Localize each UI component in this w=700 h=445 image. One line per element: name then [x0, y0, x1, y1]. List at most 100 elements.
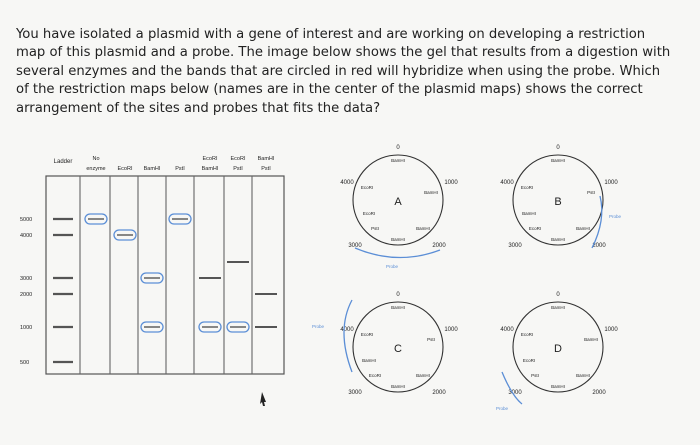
site-label: BamHI [551, 158, 565, 163]
site-label: BamHI [522, 211, 536, 216]
site-label: EcoRI [369, 373, 381, 378]
coord-label-1000: 1000 [444, 327, 458, 333]
coord-label-3000: 3000 [348, 243, 362, 249]
plasmid-circle [512, 154, 604, 246]
coord-label-0: 0 [556, 292, 560, 298]
site-label: BamHI [391, 158, 405, 163]
ladder-size-label: 1000 [20, 325, 32, 331]
ladder-size-label: 3000 [20, 276, 32, 282]
site-label: EcoRI [523, 358, 535, 363]
question-line-4: of the restriction maps below (names are… [16, 82, 643, 98]
coord-label-2000: 2000 [432, 390, 446, 396]
coord-label-1000: 1000 [604, 180, 618, 186]
site-label-bottom: BamHI [551, 237, 565, 242]
coord-label-2000: 2000 [432, 243, 446, 249]
lane-label-bamhi: BamHI [144, 166, 161, 172]
site-label: PstI [587, 190, 595, 195]
site-label: BamHI [416, 226, 430, 231]
ladder-size-label: 500 [20, 360, 29, 366]
site-label: EcoRI [521, 185, 533, 190]
probe-band [226, 321, 250, 333]
lane-label-ecori-bamhi-2: BamHI [202, 166, 219, 172]
site-label: BamHI [424, 190, 438, 195]
site-label: BamHI [576, 373, 590, 378]
probe-band [198, 321, 222, 333]
site-label: BamHI [391, 305, 405, 310]
plasmid-circle [352, 154, 444, 246]
lane-label-psti: PstI [175, 166, 185, 172]
site-label: EcoRI [521, 332, 533, 337]
coord-label-0: 0 [556, 145, 560, 151]
site-label: EcoRI [529, 226, 541, 231]
lane-label-no-enzyme-2: enzyme [86, 166, 105, 172]
plasmid-map-c: 01000200030004000CBamHIEcoRIPstIBamHIEco… [312, 292, 458, 396]
coord-label-0: 0 [396, 292, 400, 298]
site-label: PstI [531, 373, 539, 378]
question-line-2: map of this plasmid and a probe. The ima… [16, 45, 671, 61]
coord-label-4000: 4000 [340, 180, 354, 186]
plasmid-circle [512, 301, 604, 393]
map-name-label: C [394, 343, 402, 355]
lane-label-ecori-psti-2: PstI [233, 166, 243, 172]
ladder-size-label: 2000 [20, 292, 32, 298]
probe-band [140, 272, 164, 284]
coord-label-2000: 2000 [592, 390, 606, 396]
map-name-label: B [554, 196, 561, 208]
coord-label-4000: 4000 [500, 327, 514, 333]
site-label: BamHI [362, 358, 376, 363]
site-label: EcoRI [363, 211, 375, 216]
coord-label-1000: 1000 [444, 180, 458, 186]
site-label-bottom: BamHI [391, 384, 405, 389]
map-name-label: A [394, 196, 402, 208]
cursor-arrow-icon [260, 392, 266, 406]
coord-label-3000: 3000 [508, 243, 522, 249]
map-name-label: D [554, 343, 562, 355]
probe-arc [343, 299, 353, 373]
probe-label: Probe [496, 406, 509, 411]
site-label-bottom: BamHI [551, 384, 565, 389]
probe-arc [501, 371, 523, 405]
site-label: PstI [427, 337, 435, 342]
site-label: BamHI [584, 337, 598, 342]
lane-label-ecori: EcoRI [118, 166, 133, 172]
ladder-size-label: 5000 [20, 217, 32, 223]
question-line-3: several enzymes and the bands that are c… [16, 63, 661, 79]
coord-label-4000: 4000 [340, 327, 354, 333]
lane-label-ecori-bamhi-1: EcoRI [203, 156, 218, 162]
coord-label-3000: 3000 [508, 390, 522, 396]
lane-label-ladder: Ladder [54, 159, 73, 165]
plasmid-circle [352, 301, 444, 393]
site-label: BamHI [576, 226, 590, 231]
probe-band [168, 213, 192, 225]
question-line-1: You have isolated a plasmid with a gene … [16, 27, 646, 42]
coord-label-2000: 2000 [592, 243, 606, 249]
coord-label-3000: 3000 [348, 390, 362, 396]
probe-arc [591, 195, 603, 249]
question-line-5: arrangement of the sites and probes that… [16, 100, 381, 116]
lane-label-no-enzyme-1: No [92, 156, 99, 162]
coord-label-0: 0 [396, 145, 400, 151]
site-label: EcoRI [361, 185, 373, 190]
probe-label: Probe [386, 264, 399, 269]
probe-arc [354, 247, 441, 259]
site-label: BamHI [416, 373, 430, 378]
probe-band [140, 321, 164, 333]
ladder-size-label: 4000 [20, 233, 32, 239]
probe-band [113, 229, 137, 241]
probe-label: Probe [609, 214, 622, 219]
probe-band [84, 213, 108, 225]
site-label: PstI [371, 226, 379, 231]
coord-label-1000: 1000 [604, 327, 618, 333]
probe-label: Probe [312, 324, 325, 329]
site-label: BamHI [551, 305, 565, 310]
gel-image: Ladder No enzyme EcoRI BamHI PstI EcoRI … [20, 156, 285, 375]
coord-label-4000: 4000 [500, 180, 514, 186]
question-text: You have isolated a plasmid with a gene … [16, 26, 676, 118]
gel-frame [45, 175, 285, 375]
site-label-bottom: BamHI [391, 237, 405, 242]
